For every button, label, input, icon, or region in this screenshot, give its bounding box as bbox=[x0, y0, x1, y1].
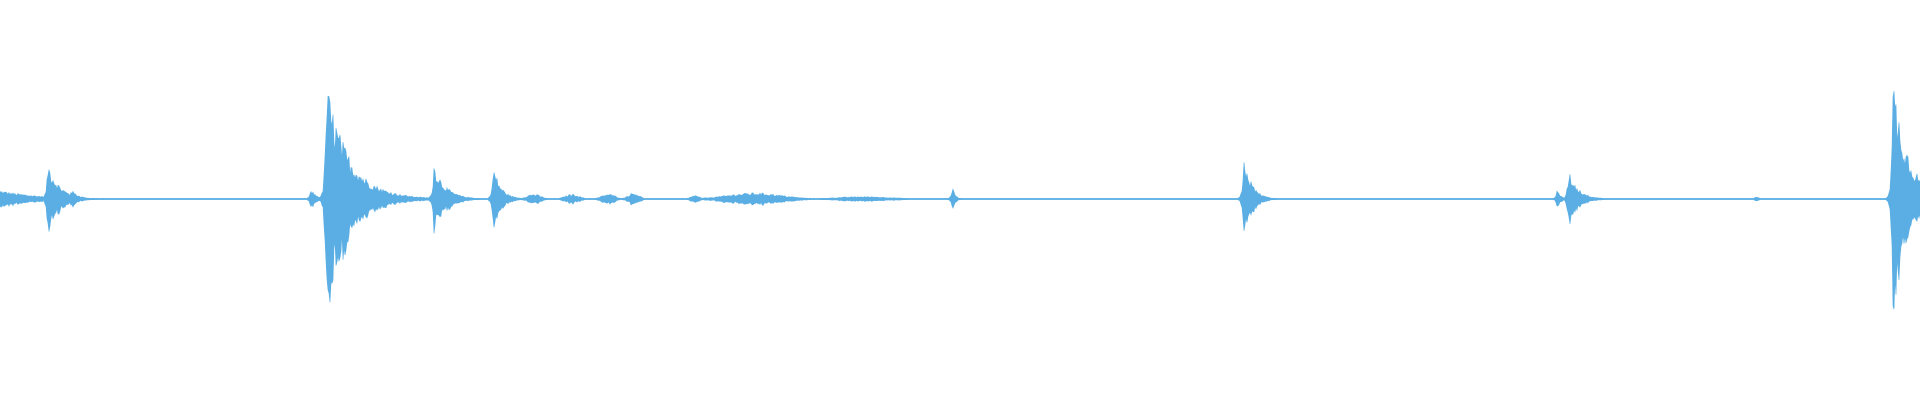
waveform-envelope bbox=[0, 91, 1920, 310]
